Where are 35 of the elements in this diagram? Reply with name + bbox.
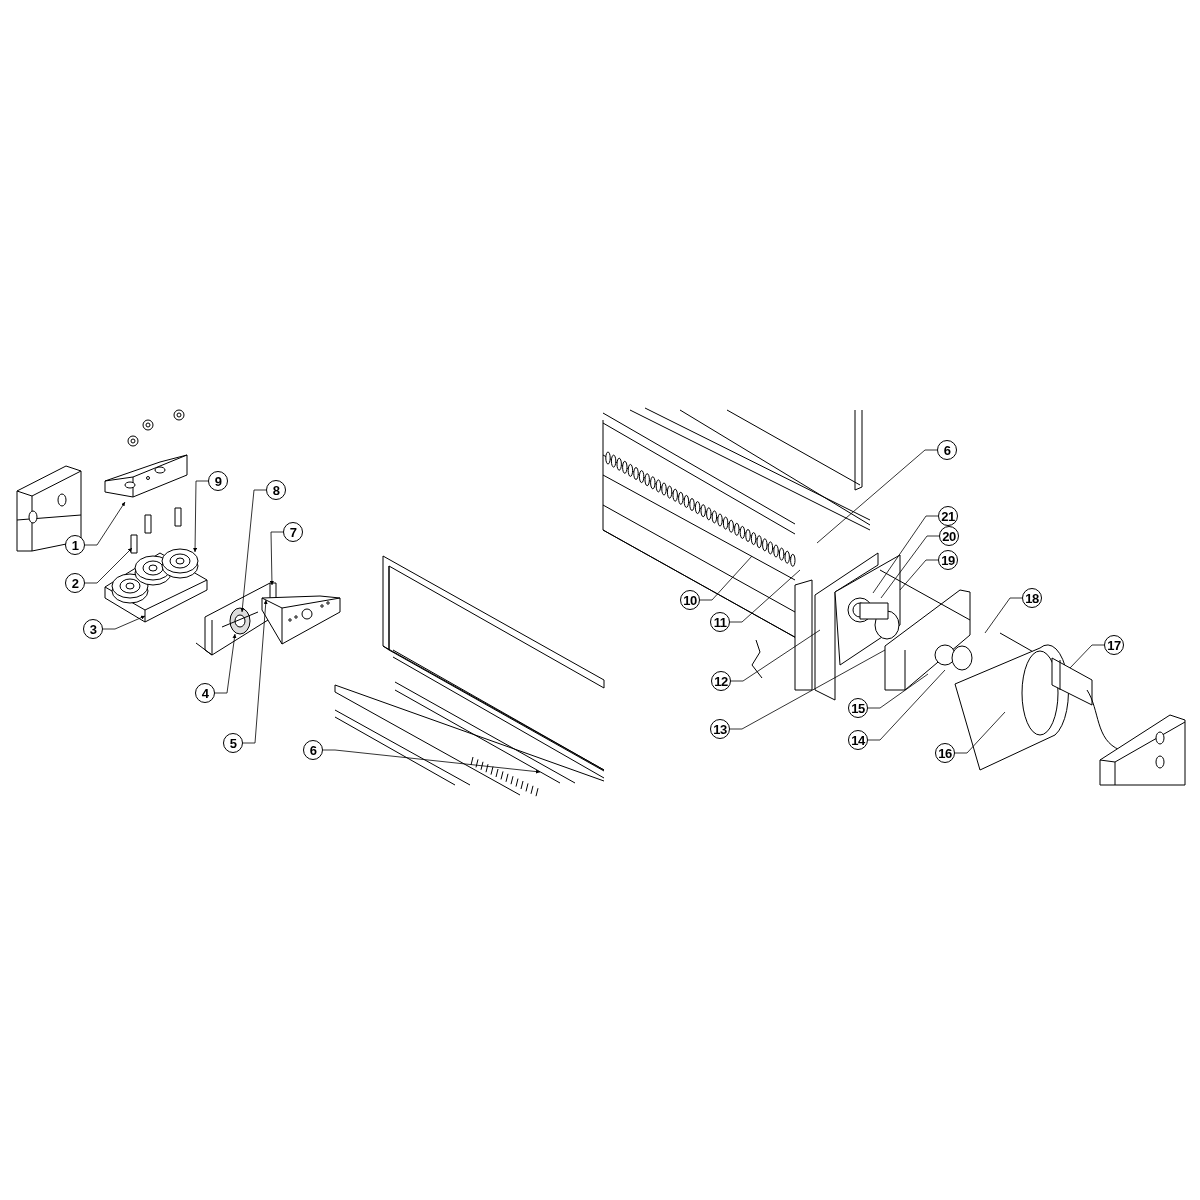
leader-line [1069,644,1105,669]
callout-number: 19 [938,550,958,570]
callout-number: 16 [935,743,955,763]
callout-number: 17 [1104,635,1124,655]
callout-number: 6 [937,440,957,460]
leader-line [899,559,939,591]
callout-number: 9 [208,471,228,491]
callout-number: 5 [223,733,243,753]
callout-number: 15 [848,698,868,718]
callout-number: 7 [283,522,303,542]
callout-number: 1 [65,535,85,555]
callout-number: 2 [65,573,85,593]
leader-line [954,711,1006,754]
callout-number: 18 [1022,588,1042,608]
callout-number: 11 [710,612,730,632]
leader-line [984,597,1023,634]
callout-number: 8 [266,480,286,500]
callout-number: 4 [195,683,215,703]
leader-line [729,569,801,623]
leader-line [729,649,886,730]
leader-line [816,449,938,544]
callout-number: 3 [83,619,103,639]
leader-line [867,673,929,709]
callout-number: 6 [303,740,323,760]
callout-number: 14 [848,730,868,750]
leader-line [730,629,821,682]
leader-line [699,555,753,601]
callout-number: 21 [938,506,958,526]
callout-number: 20 [939,526,959,546]
leader-line [867,669,946,741]
leader-line [872,515,939,594]
callout-number: 12 [711,671,731,691]
callout-number: 10 [680,590,700,610]
callout-number: 13 [710,719,730,739]
leader-line [880,535,940,599]
